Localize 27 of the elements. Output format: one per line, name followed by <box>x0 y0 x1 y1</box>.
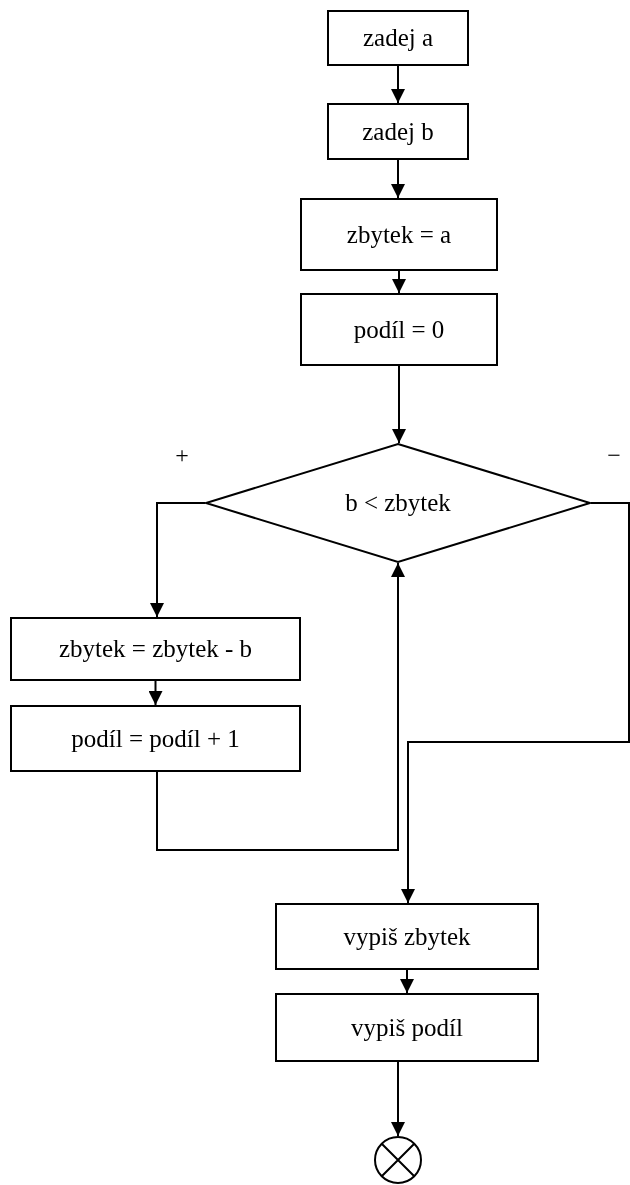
process-box <box>300 198 498 271</box>
process-box <box>327 10 469 66</box>
arrow <box>150 502 206 618</box>
process-text: zbytek = zbytek - b <box>58 635 253 663</box>
process-text: vypiš zbytek <box>343 922 471 951</box>
arrow <box>391 159 405 199</box>
process-box <box>275 903 539 970</box>
process-box <box>300 293 498 366</box>
arrow <box>391 65 405 104</box>
process-text: podíl = 0 <box>353 315 445 344</box>
process-text: zbytek = a <box>346 220 452 249</box>
process-box <box>327 103 469 160</box>
arrow <box>400 969 414 994</box>
process-box <box>10 705 301 772</box>
arrow <box>392 270 406 294</box>
arrow <box>392 365 406 444</box>
arrow <box>156 562 405 851</box>
process-text: vypiš podíl <box>351 1013 463 1042</box>
arrow <box>401 502 630 904</box>
process-text: podíl = podíl + 1 <box>71 724 240 753</box>
process-text: zadej b <box>362 117 434 146</box>
condition-text: b < zbytek <box>345 489 451 517</box>
process-box <box>275 993 539 1062</box>
arrow <box>148 680 163 706</box>
arrow <box>391 1061 405 1137</box>
process-text: zadej a <box>362 24 434 52</box>
process-box <box>10 617 301 681</box>
